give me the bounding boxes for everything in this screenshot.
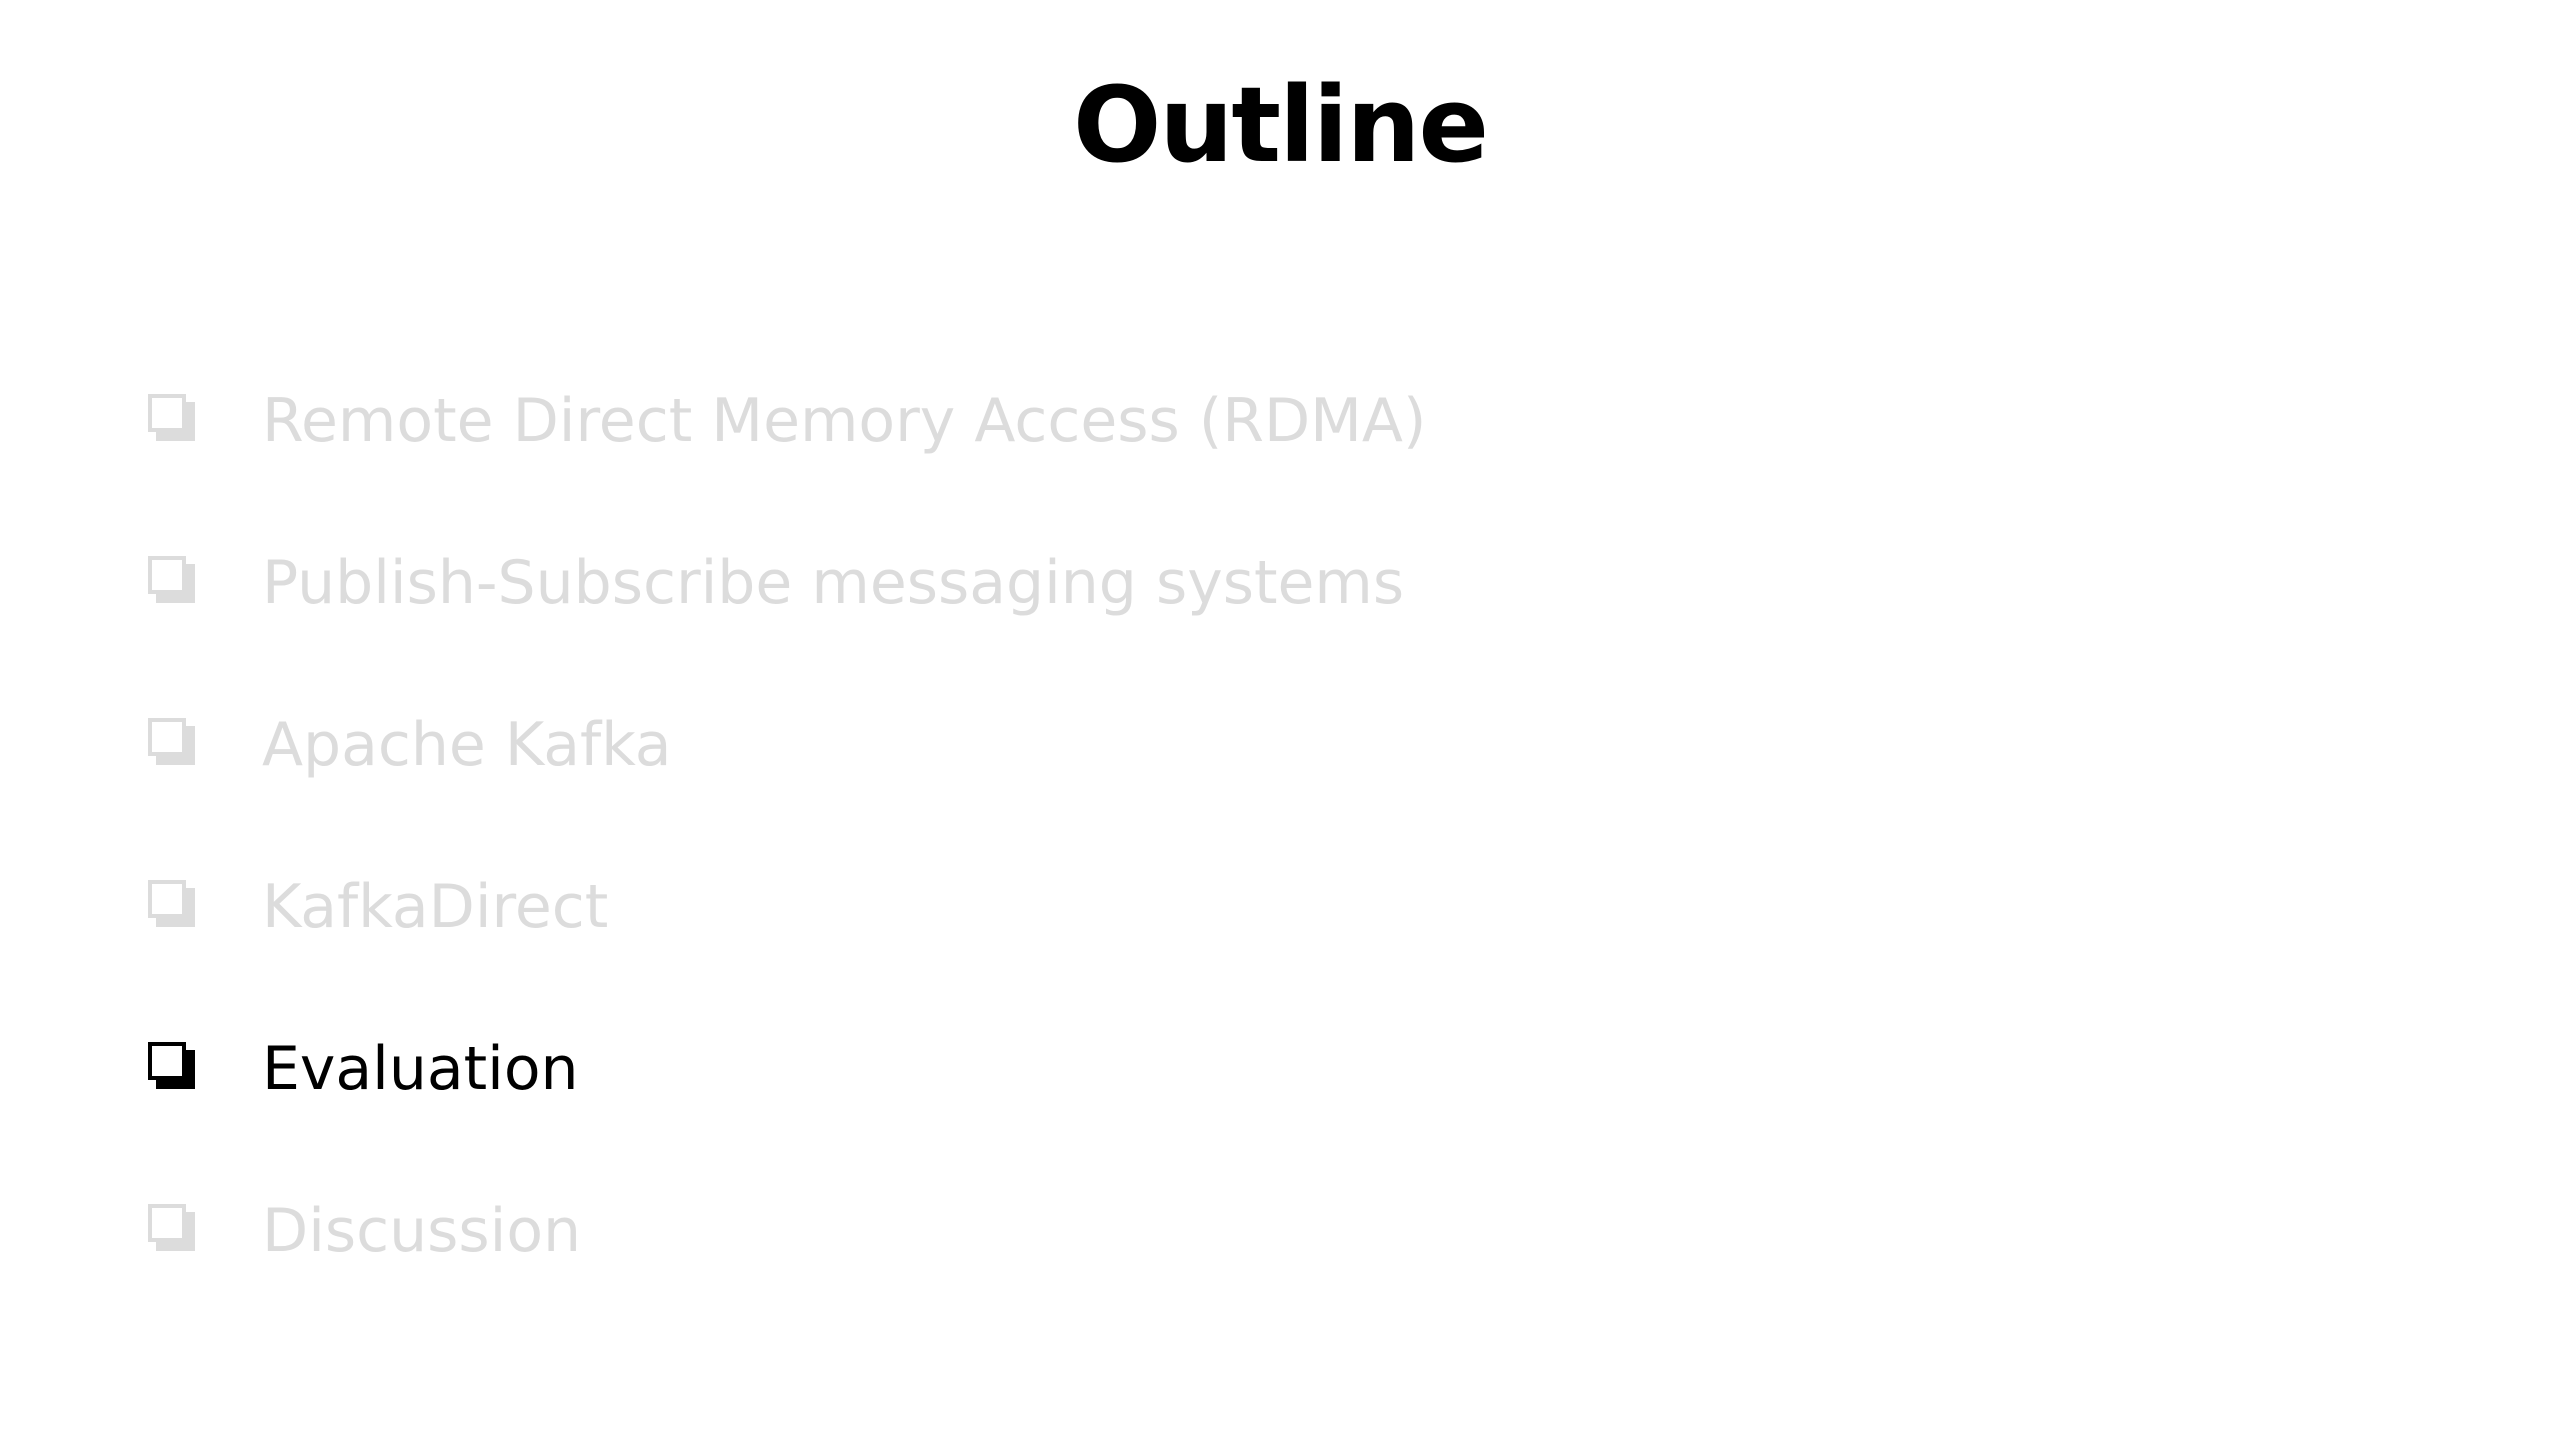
outline-item-rdma: Remote Direct Memory Access (RDMA)	[148, 340, 2448, 502]
checkbox-icon	[148, 880, 200, 934]
checkbox-icon	[148, 718, 200, 772]
outline-item-evaluation: Evaluation	[148, 988, 2448, 1150]
outline-item-discussion: Discussion	[148, 1150, 2448, 1312]
outline-item-label: Apache Kafka	[262, 710, 672, 780]
outline-item-label: KafkaDirect	[262, 872, 609, 942]
checkbox-icon	[148, 1042, 200, 1096]
checkbox-icon	[148, 1204, 200, 1258]
outline-list: Remote Direct Memory Access (RDMA) Publi…	[148, 340, 2448, 1312]
checkbox-icon	[148, 556, 200, 610]
outline-item-label: Publish-Subscribe messaging systems	[262, 548, 1405, 618]
outline-item-label: Evaluation	[262, 1034, 579, 1104]
outline-item-kafkadirect: KafkaDirect	[148, 826, 2448, 988]
outline-item-label: Discussion	[262, 1196, 582, 1266]
outline-item-kafka: Apache Kafka	[148, 664, 2448, 826]
checkbox-icon	[148, 394, 200, 448]
outline-item-pubsub: Publish-Subscribe messaging systems	[148, 502, 2448, 664]
slide-title: Outline	[1072, 64, 1489, 186]
outline-item-label: Remote Direct Memory Access (RDMA)	[262, 386, 1427, 456]
